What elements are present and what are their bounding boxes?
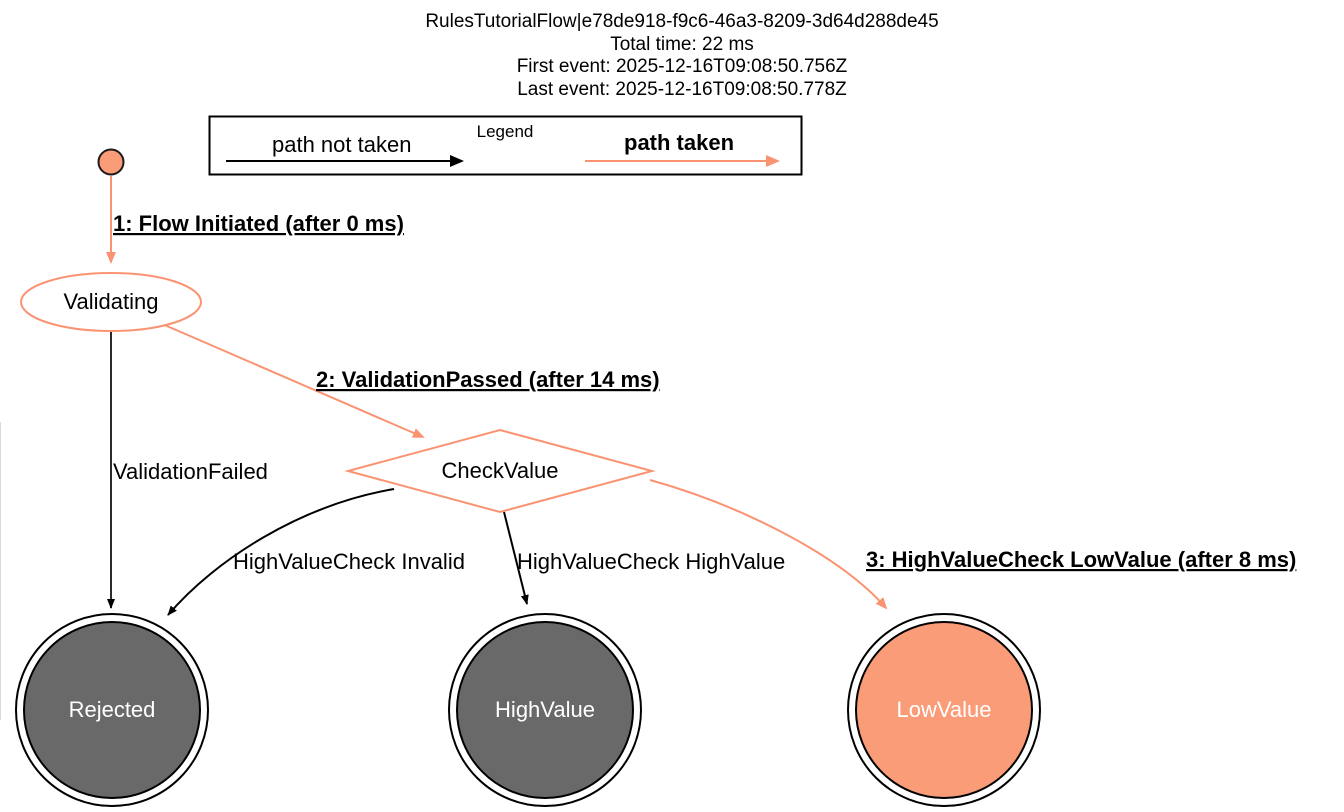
node-lowvalue[interactable]: LowValue bbox=[847, 613, 1041, 807]
edge-highvaluecheck-lowvalue-line bbox=[649, 479, 888, 610]
node-start[interactable] bbox=[97, 148, 125, 176]
edge-highvaluecheck-invalid-line bbox=[167, 488, 395, 616]
node-checkvalue[interactable]: CheckValue bbox=[344, 428, 656, 514]
node-highvalue-inner-circle bbox=[456, 621, 634, 799]
node-lowvalue-inner-circle bbox=[855, 621, 1033, 799]
node-rejected-inner-circle bbox=[23, 621, 201, 799]
legend-title: Legend bbox=[477, 122, 534, 141]
node-validating-shape bbox=[20, 272, 202, 332]
node-validating-label: Validating bbox=[64, 289, 159, 314]
edge-highvaluecheck-highvalue[interactable]: HighValueCheck HighValue bbox=[503, 511, 785, 605]
flow-id-title: RulesTutorialFlow|e78de918-f9c6-46a3-820… bbox=[425, 11, 938, 32]
node-validating[interactable]: Validating bbox=[20, 272, 202, 332]
legend-not-taken-label: path not taken bbox=[272, 132, 411, 157]
node-rejected-label: Rejected bbox=[69, 697, 156, 722]
node-checkvalue-shape bbox=[344, 428, 656, 514]
node-lowvalue-label: LowValue bbox=[897, 697, 992, 722]
edge-highvaluecheck-highvalue-label: HighValueCheck HighValue bbox=[517, 549, 785, 574]
edge-highvaluecheck-highvalue-line bbox=[503, 511, 529, 605]
edge-highvaluecheck-lowvalue[interactable]: 3: HighValueCheck LowValue (after 8 ms) bbox=[649, 479, 1296, 610]
edge-highvaluecheck-invalid[interactable]: HighValueCheck Invalid bbox=[167, 488, 465, 616]
node-highvalue-label: HighValue bbox=[495, 697, 595, 722]
edge-flow-initiated[interactable]: 1: Flow Initiated (after 0 ms) bbox=[106, 176, 404, 264]
edge-validation-passed-line bbox=[159, 322, 425, 438]
legend-taken-label: path taken bbox=[624, 130, 734, 155]
first-event-text: First event: 2025-12-16T09:08:50.756Z bbox=[517, 56, 848, 77]
edge-highvaluecheck-lowvalue-label: 3: HighValueCheck LowValue (after 8 ms) bbox=[866, 547, 1296, 572]
legend-border bbox=[208, 115, 803, 176]
legend-box: Legend path not taken path taken bbox=[208, 115, 803, 176]
node-rejected[interactable]: Rejected bbox=[15, 613, 209, 807]
node-highvalue[interactable]: HighValue bbox=[448, 613, 642, 807]
node-start-circle bbox=[97, 148, 125, 176]
edge-validation-failed[interactable]: ValidationFailed bbox=[107, 331, 268, 609]
diagram-header: RulesTutorialFlow|e78de918-f9c6-46a3-820… bbox=[425, 11, 938, 100]
total-time-text: Total time: 22 ms bbox=[610, 34, 754, 55]
node-checkvalue-label: CheckValue bbox=[442, 458, 559, 483]
edge-validation-passed[interactable]: 2: ValidationPassed (after 14 ms) bbox=[159, 322, 660, 438]
edge-validation-failed-label: ValidationFailed bbox=[113, 459, 268, 484]
edge-validation-passed-label: 2: ValidationPassed (after 14 ms) bbox=[316, 367, 660, 392]
edge-highvaluecheck-invalid-label: HighValueCheck Invalid bbox=[233, 549, 465, 574]
edge-flow-initiated-label: 1: Flow Initiated (after 0 ms) bbox=[113, 211, 404, 236]
last-event-text: Last event: 2025-12-16T09:08:50.778Z bbox=[517, 79, 847, 100]
